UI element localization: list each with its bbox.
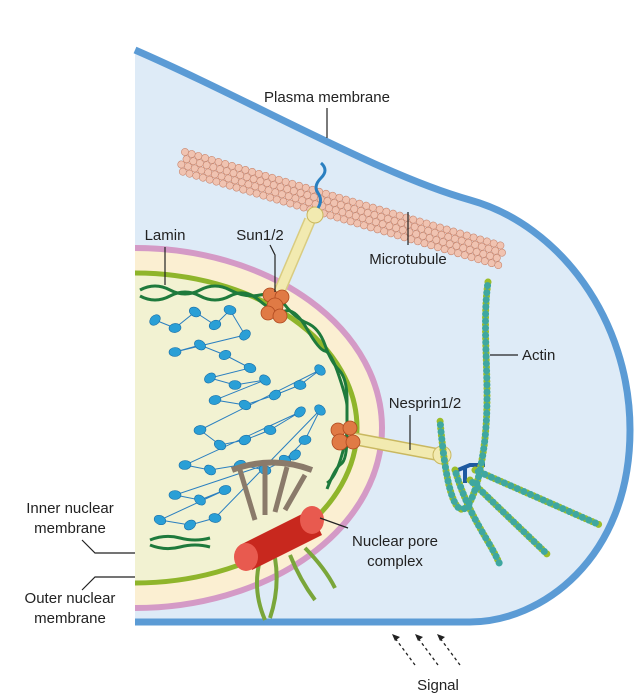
- nucleosome: [208, 395, 222, 405]
- tubulin-subunit: [498, 248, 506, 257]
- nucleosome: [193, 425, 207, 435]
- nucleosome: [208, 513, 222, 523]
- nuclear-pore-complex: [230, 459, 337, 621]
- signal-arrows: [394, 637, 461, 666]
- nucleosome: [228, 380, 242, 390]
- label-npc-2: complex: [367, 553, 423, 570]
- nucleosome: [168, 347, 182, 357]
- nucleosome: [178, 460, 192, 470]
- nucleosome: [153, 514, 167, 526]
- label-lamin: Lamin: [145, 227, 186, 244]
- actin-filaments: [436, 278, 604, 569]
- sun-nesprin-upper: [260, 161, 327, 324]
- tubulin-subunit: [496, 241, 505, 250]
- nucleosome: [238, 434, 252, 446]
- label-inner-nuclear-membrane-1: Inner nuclear: [26, 500, 114, 517]
- tubulin-subunit: [494, 261, 503, 270]
- nucleosome: [314, 404, 326, 416]
- nucleosome: [223, 305, 237, 315]
- nucleosome: [184, 519, 196, 531]
- label-actin: Actin: [522, 347, 555, 364]
- nucleosome: [194, 339, 206, 351]
- chromatin: [149, 305, 326, 531]
- sun-nesprin-right: [330, 420, 485, 483]
- nucleosome: [218, 350, 232, 360]
- nucleosome: [149, 314, 161, 326]
- nucleosome: [213, 439, 227, 451]
- nucleosome: [294, 406, 306, 418]
- label-nesprin: Nesprin1/2: [389, 395, 462, 412]
- nucleosome: [218, 485, 232, 495]
- nucleosome: [263, 425, 277, 435]
- nucleosome: [293, 380, 307, 390]
- nucleosome: [204, 464, 216, 476]
- label-plasma-membrane: Plasma membrane: [264, 89, 390, 106]
- nucleosome: [168, 323, 182, 333]
- label-npc-1: Nuclear pore: [352, 533, 438, 550]
- plasma-membrane: [133, 46, 634, 626]
- nucleosome: [208, 319, 222, 331]
- label-sun: Sun1/2: [236, 227, 284, 244]
- label-microtubule: Microtubule: [369, 251, 447, 268]
- label-inner-nuclear-membrane-2: membrane: [34, 520, 106, 537]
- nucleosome: [269, 389, 281, 401]
- label-outer-nuclear-membrane-1: Outer nuclear: [25, 590, 116, 607]
- nucleosome: [204, 372, 216, 384]
- nucleosome: [239, 329, 251, 341]
- nucleosome: [298, 435, 312, 445]
- nucleosome: [238, 399, 252, 411]
- nucleosome: [168, 490, 182, 500]
- nucleosome: [314, 364, 326, 376]
- label-outer-nuclear-membrane-2: membrane: [34, 610, 106, 627]
- nucleosome: [194, 494, 206, 506]
- nucleosome: [259, 374, 271, 386]
- tubulin-subunit: [492, 254, 501, 262]
- nucleosome: [243, 363, 257, 373]
- nucleosome: [189, 306, 201, 318]
- label-signal: Signal: [417, 677, 459, 694]
- microtubule: [177, 148, 506, 270]
